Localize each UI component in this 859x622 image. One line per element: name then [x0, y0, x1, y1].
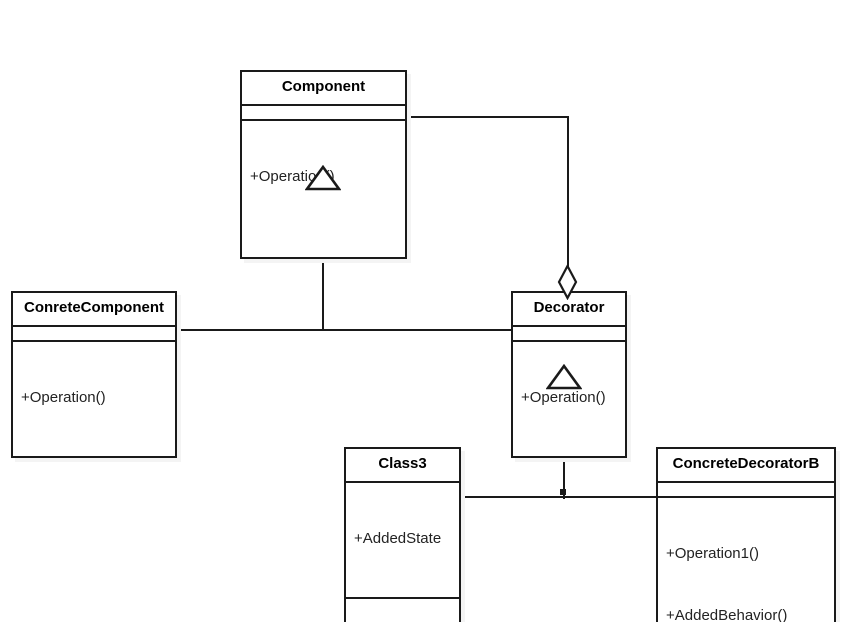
class-attributes-class3: +AddedState — [346, 483, 459, 597]
class-separator — [13, 324, 175, 327]
class-box-component[interactable]: Component +Operation() — [240, 70, 407, 259]
class-name-conrete-component: ConreteComponent — [24, 299, 164, 316]
class-separator — [13, 339, 175, 342]
operation-item: +Operation() — [21, 388, 106, 406]
class-separator — [513, 339, 625, 342]
aggregation-diamond-decorator — [557, 264, 578, 300]
class-separator — [513, 324, 625, 327]
class-separator — [658, 495, 834, 498]
class-attributes-decorator — [513, 327, 625, 340]
class-name-decorator: Decorator — [533, 299, 605, 316]
class-operations-decorator: +Operation() — [513, 342, 625, 456]
class-box-conrete-component[interactable]: ConreteComponent +Operation() — [11, 291, 177, 458]
attribute-item: +AddedState — [354, 529, 442, 547]
operation-item: +Operation1() — [666, 544, 759, 562]
edge-component-to-decorator-vertical — [567, 116, 569, 268]
edge-generalization-riser-component — [322, 189, 324, 331]
class-operations-concrete-decorator-b: +Operation1() +AddedBehavior() — [658, 498, 834, 622]
generalization-arrow-decorator — [546, 364, 582, 390]
class-operations-conrete-component: +Operation() — [13, 342, 175, 456]
class-attributes-conrete-component — [13, 327, 175, 340]
edge-generalization-spine-lower — [460, 496, 657, 498]
generalization-arrow-component — [305, 165, 341, 191]
class-name-class3: Class3 — [378, 455, 427, 472]
class-separator — [242, 118, 405, 121]
class-attributes-concrete-decorator-b — [658, 483, 834, 496]
class-separator — [346, 480, 459, 483]
class-name-component: Component — [281, 78, 366, 95]
class-box-class3[interactable]: Class3 +AddedState +Operation() — [344, 447, 461, 622]
class-name-concrete-decorator-b: ConcreteDecoratorB — [672, 455, 820, 472]
edge-generalization-spine-upper — [176, 329, 513, 331]
class-box-concrete-decorator-b[interactable]: ConcreteDecoratorB +Operation1() +AddedB… — [656, 447, 836, 622]
class-operations-class3: +Operation() — [346, 599, 459, 622]
class-attributes-component — [242, 106, 405, 119]
edge-component-to-decorator-horizontal — [405, 116, 569, 118]
class-separator — [658, 480, 834, 483]
operation-item: +Operation() — [521, 388, 606, 406]
edge-junction-dot — [560, 489, 566, 495]
operation-item: +AddedBehavior() — [666, 606, 788, 622]
class-separator — [346, 596, 459, 599]
class-separator — [242, 103, 405, 106]
